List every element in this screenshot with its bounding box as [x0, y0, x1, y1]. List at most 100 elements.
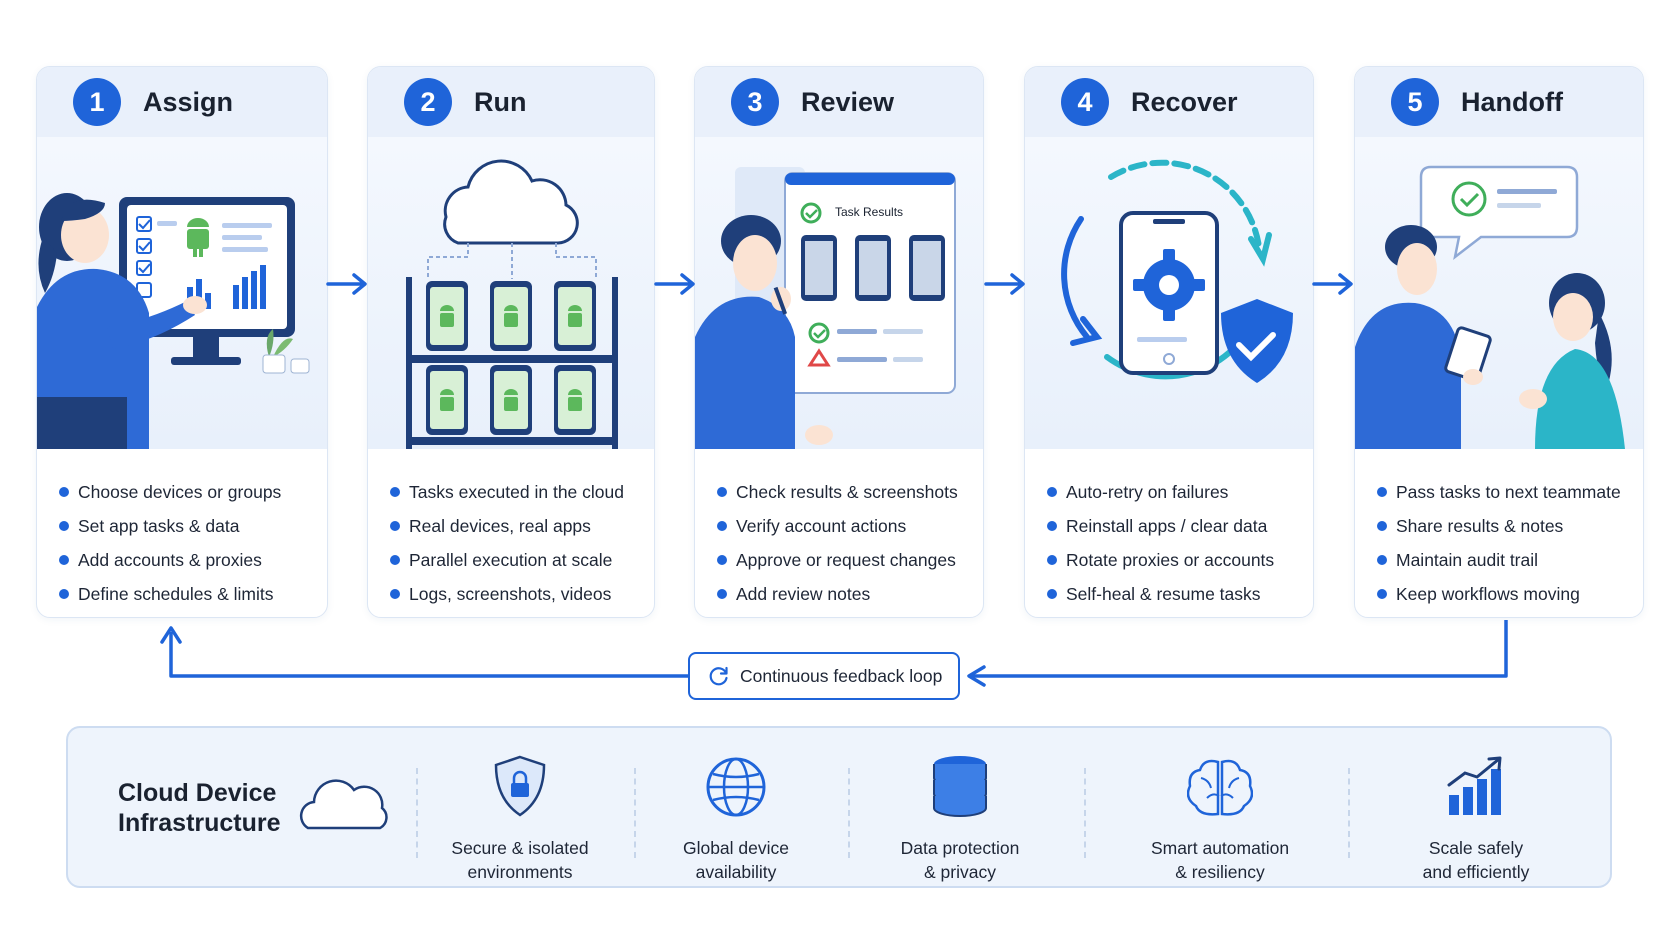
divider	[416, 768, 418, 858]
feature-line2: & resiliency	[1175, 862, 1265, 882]
shield-lock-icon	[494, 755, 546, 817]
feature-line1: Global device	[682, 838, 790, 858]
step-header: 3 Review	[695, 67, 983, 137]
list-item: Parallel execution at scale	[390, 543, 654, 577]
list-item: Pass tasks to next teammate	[1377, 475, 1643, 509]
connector-lines	[427, 243, 597, 279]
bullet-icon	[390, 521, 400, 531]
list-item: Logs, screenshots, videos	[390, 577, 654, 611]
screenshot-thumbnails	[801, 235, 945, 301]
step-header: 1 Assign	[37, 67, 327, 137]
divider	[1084, 768, 1086, 858]
feature-line2: availability	[695, 862, 777, 882]
bullet-icon	[1047, 521, 1057, 531]
list-item-label: Choose devices or groups	[78, 482, 282, 502]
android-icon	[187, 218, 209, 257]
person-left-illustration	[1355, 225, 1492, 449]
feature-line2: environments	[467, 862, 573, 882]
bullet-icon	[1047, 589, 1057, 599]
bullet-icon	[1377, 487, 1387, 497]
step-number-badge: 1	[73, 78, 121, 126]
divider	[848, 768, 850, 858]
feature-secure: Secure & isolated environments	[420, 750, 620, 884]
feature-line1: Smart automation	[1150, 838, 1290, 858]
bullet-icon	[1047, 555, 1057, 565]
handoff-illustration	[1355, 137, 1643, 449]
list-item-label: Check results & screenshots	[736, 482, 958, 502]
globe-icon	[706, 757, 766, 817]
step-card-handoff: 5 Handoff	[1354, 66, 1644, 618]
recover-illustration	[1025, 137, 1313, 449]
bullet-icon	[1377, 521, 1387, 531]
person-illustration	[37, 193, 207, 449]
infrastructure-title-line1: Cloud Device	[118, 779, 277, 807]
device-rack-icon	[406, 277, 618, 449]
chat-bubble-icon	[1419, 165, 1579, 261]
list-item: Maintain audit trail	[1377, 543, 1643, 577]
list-item-label: Define schedules & limits	[78, 584, 274, 604]
list-item-label: Rotate proxies or accounts	[1066, 550, 1275, 570]
feature-line2: & privacy	[924, 862, 996, 882]
growth-chart-icon	[1447, 756, 1502, 815]
bullet-icon	[1377, 589, 1387, 599]
list-item: Define schedules & limits	[59, 577, 327, 611]
bullet-icon	[717, 589, 727, 599]
list-item-label: Reinstall apps / clear data	[1066, 516, 1268, 536]
step-card-run: 2 Run	[367, 66, 655, 618]
list-item: Self-heal & resume tasks	[1047, 577, 1313, 611]
step-bullet-list: Check results & screenshots Verify accou…	[695, 449, 983, 611]
shield-check-icon	[1221, 299, 1293, 383]
refresh-icon	[709, 666, 728, 686]
infrastructure-title: Cloud Device Infrastructure	[118, 778, 281, 838]
step-title: Run	[474, 86, 527, 117]
person-illustration	[695, 215, 833, 449]
step-number-badge: 2	[404, 78, 452, 126]
step-bullet-list: Pass tasks to next teammate Share result…	[1355, 449, 1643, 611]
feature-line1: Secure & isolated	[451, 838, 589, 858]
step-header: 4 Recover	[1025, 67, 1313, 137]
list-item-label: Tasks executed in the cloud	[409, 482, 624, 502]
bullet-icon	[390, 555, 400, 565]
list-item-label: Add review notes	[736, 584, 871, 604]
list-item: Rotate proxies or accounts	[1047, 543, 1313, 577]
feature-global: Global device availability	[636, 750, 836, 884]
bullet-icon	[59, 521, 69, 531]
list-item-label: Verify account actions	[736, 516, 907, 536]
divider	[1348, 768, 1350, 858]
list-item-label: Maintain audit trail	[1396, 550, 1539, 570]
task-results-title: Task Results	[835, 205, 904, 219]
feature-automation: Smart automation & resiliency	[1120, 750, 1320, 884]
list-item: Add accounts & proxies	[59, 543, 327, 577]
bullet-icon	[717, 555, 727, 565]
step-title: Review	[801, 86, 895, 117]
step-bullet-list: Choose devices or groups Set app tasks &…	[37, 449, 327, 611]
list-item-label: Pass tasks to next teammate	[1396, 482, 1621, 502]
feature-data-protection: Data protection& privacy	[860, 750, 1060, 884]
flow-arrow-icon	[654, 273, 695, 295]
bullet-icon	[717, 521, 727, 531]
bullet-icon	[59, 555, 69, 565]
step-number-badge: 4	[1061, 78, 1109, 126]
text-lines	[157, 221, 272, 252]
cloud-icon	[299, 779, 388, 830]
list-item-label: Add accounts & proxies	[78, 550, 262, 570]
check-circle-icon	[800, 202, 822, 224]
status-rows	[807, 322, 923, 367]
assign-illustration	[37, 137, 327, 449]
step-number-badge: 5	[1391, 78, 1439, 126]
list-item: Keep workflows moving	[1377, 577, 1643, 611]
list-item-label: Auto-retry on failures	[1066, 482, 1229, 502]
list-item: Auto-retry on failures	[1047, 475, 1313, 509]
list-item-label: Set app tasks & data	[78, 516, 240, 536]
feature-line1: Scale safely	[1428, 838, 1524, 858]
flow-arrow-icon	[984, 273, 1025, 295]
bullet-icon	[59, 589, 69, 599]
brain-icon	[1187, 759, 1253, 816]
step-card-recover: 4 Recover	[1024, 66, 1314, 618]
list-item-label: Real devices, real apps	[409, 516, 591, 536]
list-item: Approve or request changes	[717, 543, 983, 577]
flow-arrow-icon	[326, 273, 367, 295]
step-header: 5 Handoff	[1355, 67, 1643, 137]
database-icon	[933, 756, 987, 817]
